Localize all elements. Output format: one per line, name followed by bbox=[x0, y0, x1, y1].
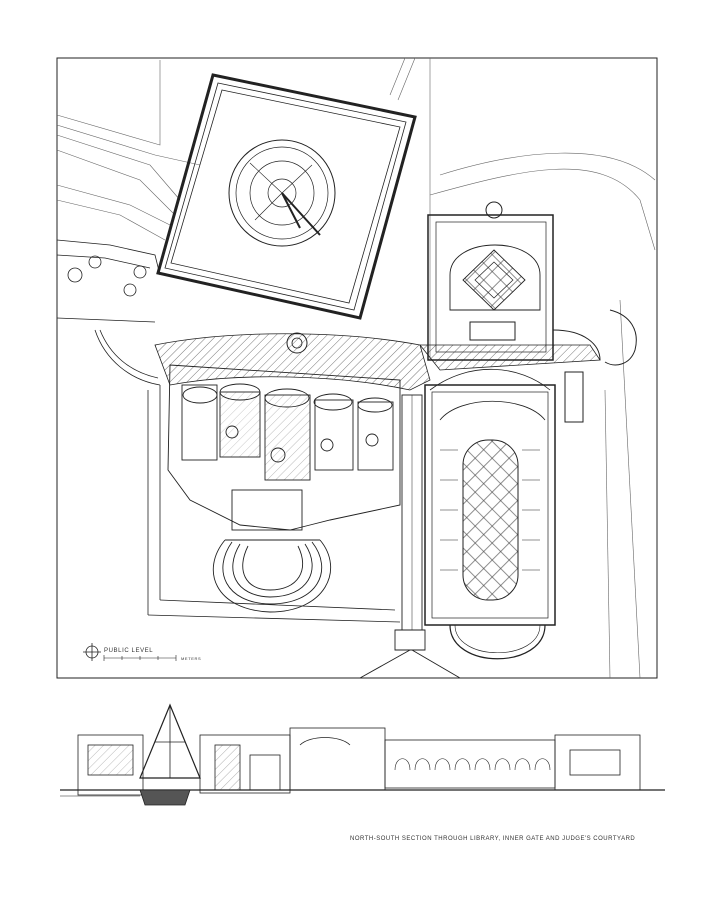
site-plan bbox=[56, 57, 658, 679]
north-arrow bbox=[83, 643, 101, 661]
section-drawing bbox=[60, 703, 665, 806]
inner-gate bbox=[359, 394, 461, 679]
rotunda-outer bbox=[228, 139, 336, 247]
scale-bar bbox=[103, 655, 177, 661]
promenade bbox=[154, 332, 601, 391]
halls-wing bbox=[167, 364, 401, 531]
rotated-courtyard bbox=[156, 73, 417, 320]
section-caption: NORTH-SOUTH SECTION THROUGH LIBRARY, INN… bbox=[350, 836, 636, 842]
left-arcade bbox=[56, 239, 401, 623]
north-block bbox=[427, 201, 637, 366]
plan-border bbox=[56, 57, 658, 679]
amphitheater bbox=[212, 539, 331, 613]
library-hall bbox=[424, 368, 584, 660]
scale-unit-label: METERS bbox=[181, 656, 202, 661]
plan-title: PUBLIC LEVEL bbox=[104, 648, 154, 654]
